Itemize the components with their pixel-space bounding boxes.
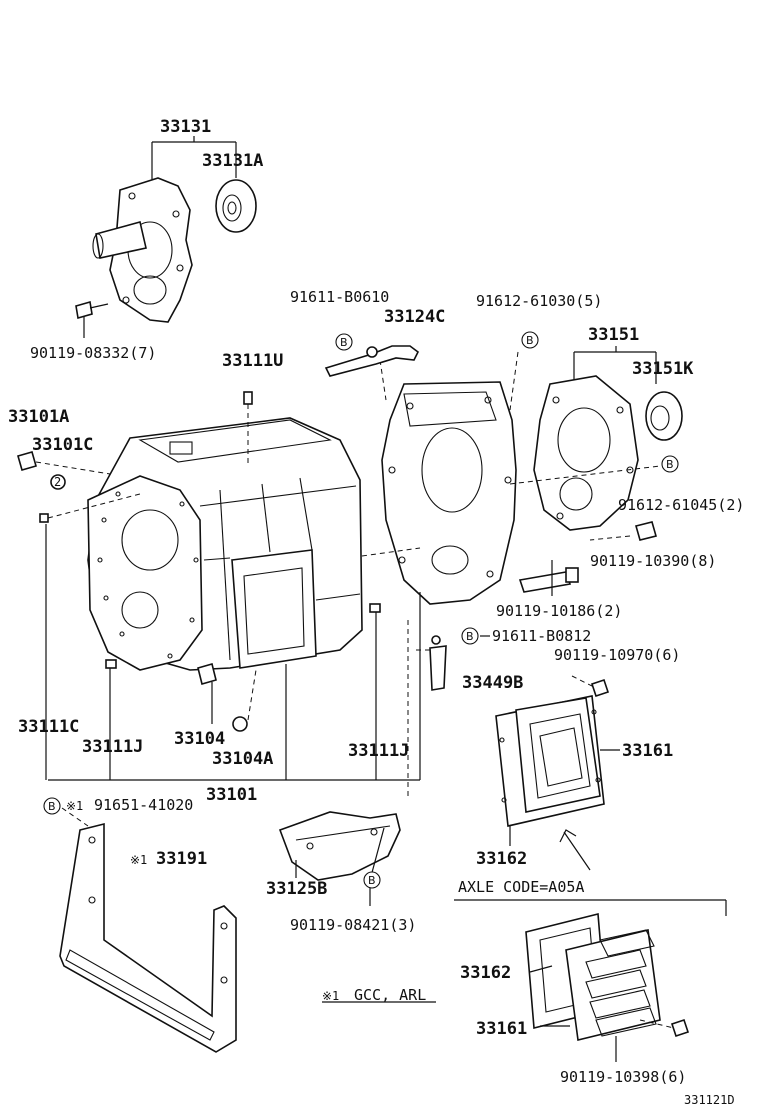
label-33104A: 33104A [212,749,273,769]
label-33131: 33131 [160,117,211,137]
svg-text:2: 2 [54,475,61,489]
shift-cover-drawing [495,695,620,871]
bracket-drawing [59,807,237,1053]
label-33162-lower: 33162 [460,963,511,983]
label-91611-B0610: 91611-B0610 [290,288,389,306]
label-91612-61030: 91612-61030(5) [476,292,602,310]
breather-pipe-drawing [324,345,420,377]
circle-b-5: B [48,800,56,813]
circle-b-2: B [526,334,534,347]
circle-b-6: B [368,874,376,887]
label-axle-code: AXLE CODE=A05A [458,878,584,896]
label-33151: 33151 [588,325,639,345]
label-33124C: 33124C [384,307,445,327]
label-33191: 33191 [156,849,207,869]
label-33161: 33161 [622,741,673,761]
label-33111J-right: 33111J [348,741,409,761]
note-mark-33191: ※1 [130,853,147,867]
note-gcc-arl: GCC, ARL [354,986,426,1004]
label-90119-08332: 90119-08332(7) [30,344,156,362]
label-33131A: 33131A [202,151,263,171]
note-mark-gcc: ※1 [322,989,339,1003]
label-33101A: 33101A [8,407,69,427]
note-mark-91651: ※1 [66,799,83,813]
label-33449B: 33449B [462,673,523,693]
label-90119-10970: 90119-10970(6) [554,646,680,664]
circle-b-4: B [466,630,474,643]
label-33125B: 33125B [266,879,327,899]
shift-lever-retainer-drawing [416,635,610,698]
under-cover-drawing [278,811,401,881]
circle-b-symbols: B B B B B B [43,331,679,889]
label-90119-08421: 90119-08421(3) [290,916,416,934]
label-33151K: 33151K [632,359,694,379]
transmission-case-drawing: 2 [17,391,381,732]
front-bearing-retainer-drawing [75,136,257,338]
label-33104: 33104 [174,729,225,749]
label-33111J-left: 33111J [82,737,143,757]
label-33101: 33101 [206,785,257,805]
leader-lines [45,524,553,1003]
part-labels: 33131 33131A 90119-08332(7) 91611-B0610 … [8,117,744,1107]
extension-housing-drawing [361,351,519,800]
label-33161-lower: 33161 [476,1019,527,1039]
label-91611-B0812: 91611-B0812 [492,627,591,645]
drawing-number: 331121D [684,1093,735,1107]
rear-cover-drawing [509,346,683,593]
label-90119-10390: 90119-10390(8) [590,552,716,570]
label-33111U: 33111U [222,351,283,371]
circle-b-1: B [340,336,348,349]
label-33111C: 33111C [18,717,79,737]
label-91612-61045: 91612-61045(2) [618,496,744,514]
circle-b-3: B [666,458,674,471]
label-91651-41020: 91651-41020 [94,796,193,814]
label-33101C: 33101C [32,435,93,455]
axle-code-cover-drawing [454,899,727,1062]
label-90119-10186: 90119-10186(2) [496,602,622,620]
label-33162: 33162 [476,849,527,869]
label-90119-10398: 90119-10398(6) [560,1068,686,1086]
